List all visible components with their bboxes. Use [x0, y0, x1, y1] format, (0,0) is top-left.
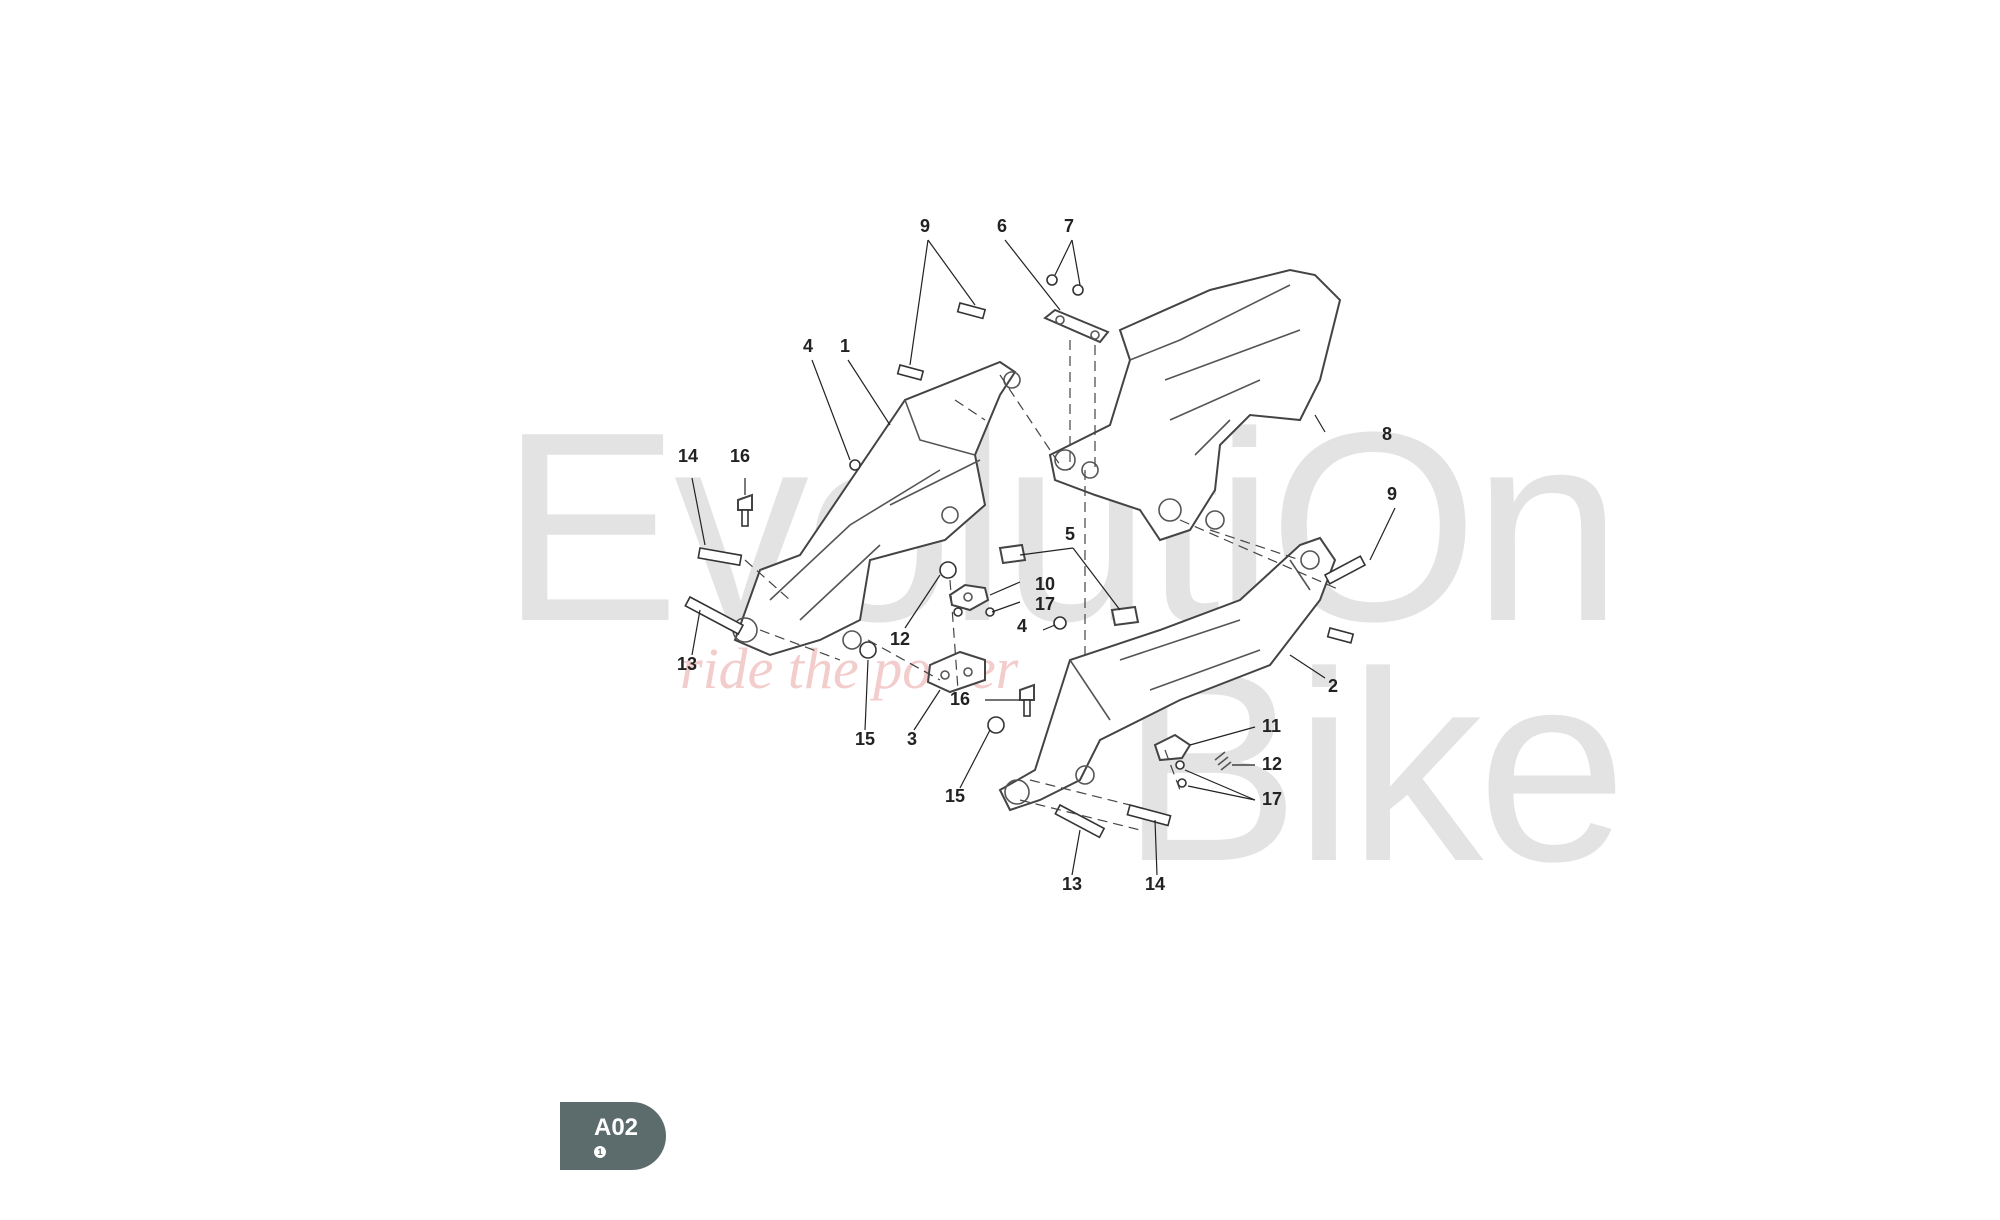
- callout-15-lower: 15: [945, 786, 965, 806]
- callout-16: 16: [730, 446, 750, 466]
- part-11-plate: [1153, 733, 1192, 762]
- part-3-bracket: [926, 650, 986, 694]
- callout-14-lower: 14: [1145, 874, 1165, 894]
- callout-3: 3: [907, 729, 917, 749]
- part-5-clip: [998, 543, 1140, 627]
- callout-6: 6: [997, 216, 1007, 236]
- part-1-left-rail: [732, 360, 1021, 657]
- callout-8: 8: [1382, 424, 1392, 444]
- callout-labels: 9 6 7 4 1 8 14 16 9 5 10 17 12 4 13 15 3…: [677, 216, 1397, 894]
- callout-13-lower: 13: [1062, 874, 1082, 894]
- part-12-washer: [939, 561, 1232, 771]
- callout-12: 12: [890, 629, 910, 649]
- callout-11: 11: [1262, 716, 1281, 736]
- callout-4: 4: [803, 336, 813, 356]
- part-8-rear-subframe: [1048, 268, 1342, 542]
- callout-10: 10: [1035, 574, 1055, 594]
- callout-14: 14: [678, 446, 698, 466]
- callout-17: 17: [1035, 594, 1055, 614]
- callout-7: 7: [1064, 216, 1074, 236]
- callout-1: 1: [840, 336, 850, 356]
- diagram-page-number: 1: [594, 1146, 606, 1158]
- callout-9-right: 9: [1387, 484, 1397, 504]
- diagram-code-badge: A02 1: [560, 1102, 666, 1170]
- callout-17-lower: 17: [1262, 789, 1282, 809]
- callout-13: 13: [677, 654, 697, 674]
- callout-12-lower: 12: [1262, 754, 1282, 774]
- leader-lines: [691, 239, 1396, 876]
- callout-4-lower: 4: [1017, 616, 1027, 636]
- part-6-plate: [1043, 308, 1110, 344]
- bolts: [684, 274, 1367, 839]
- callout-9: 9: [920, 216, 930, 236]
- callout-16-lower: 16: [950, 689, 970, 709]
- callout-5: 5: [1065, 524, 1075, 544]
- diagram-code: A02: [594, 1114, 639, 1141]
- callout-15: 15: [855, 729, 875, 749]
- assembly-lines: [744, 340, 1341, 831]
- callout-2: 2: [1328, 676, 1338, 696]
- part-10-plate: [948, 583, 990, 612]
